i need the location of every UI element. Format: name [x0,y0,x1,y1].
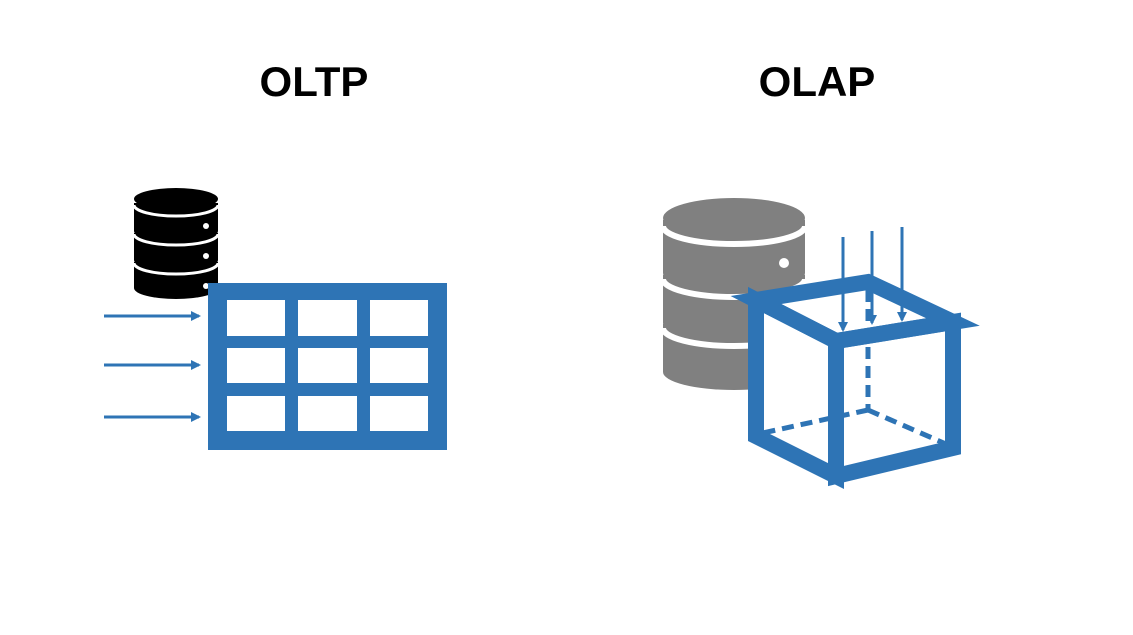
olap-input-arrows [838,227,907,332]
olap-title: OLAP [758,58,876,105]
oltp-input-arrows [104,311,201,422]
olap-cube-icon [730,273,980,489]
oltp-table-grid-icon [208,283,447,450]
oltp-database-icon [132,188,220,299]
oltp-title: OLTP [259,58,369,105]
